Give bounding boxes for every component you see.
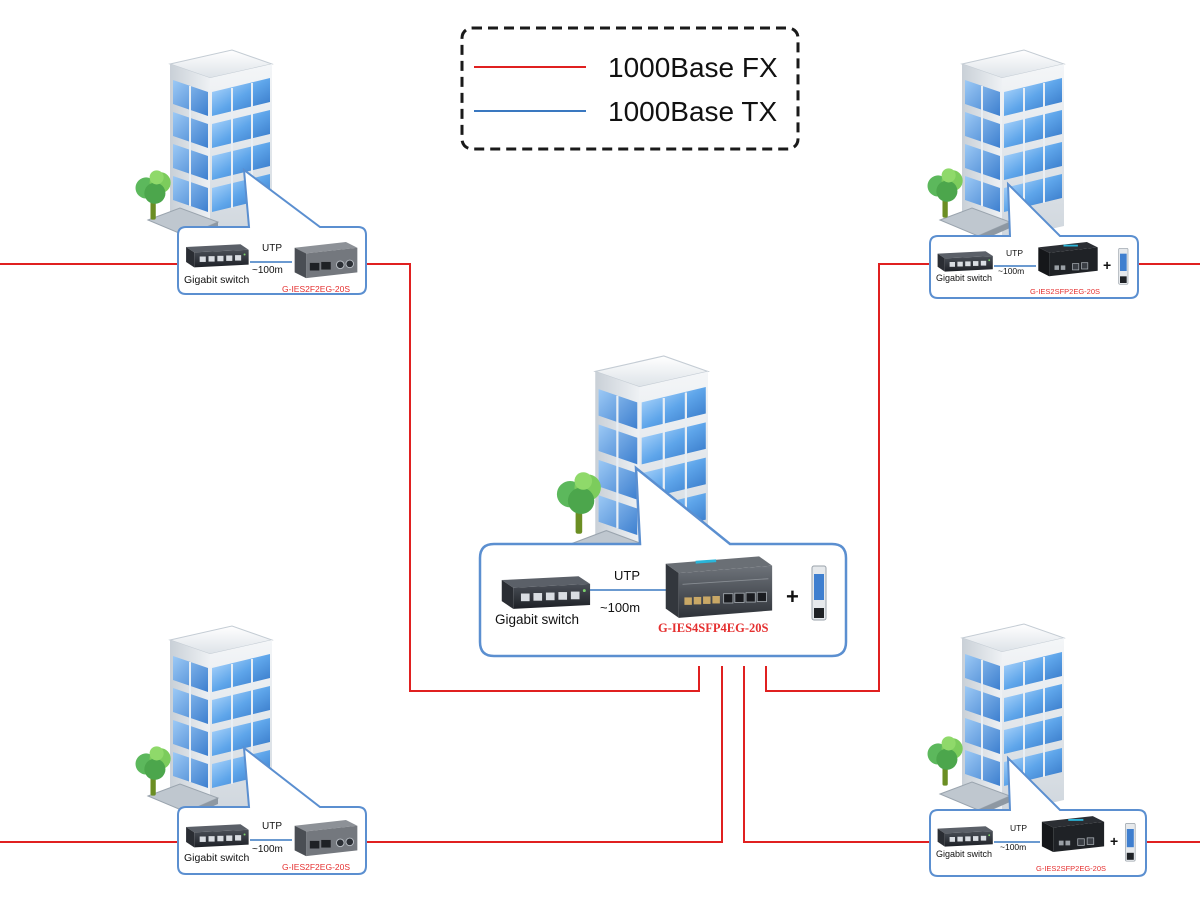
sfp-module-icon bbox=[811, 565, 827, 621]
model-label: G-IES2SFP2EG-20S bbox=[1036, 864, 1106, 873]
tree-icon bbox=[135, 746, 171, 796]
switch-label: Gigabit switch bbox=[936, 849, 992, 859]
link-center-to-bottom-right bbox=[743, 666, 930, 843]
utp-label: UTP bbox=[614, 568, 640, 583]
gigabit-switch-icon bbox=[186, 244, 249, 268]
distance-label: ~100m bbox=[998, 266, 1024, 276]
link-top-left-to-center bbox=[366, 263, 700, 692]
plus-icon: + bbox=[1103, 257, 1111, 273]
site-top-left: UTP ~100m Gigabit switch G-IES2F2EG-20S bbox=[135, 49, 367, 295]
office-building-icon bbox=[939, 49, 1065, 243]
site-bottom-right: + UTP ~100m Gigabit switch G-IES2SFP2EG-… bbox=[927, 623, 1147, 877]
media-converter-icon bbox=[294, 241, 358, 279]
utp-label: UTP bbox=[1006, 248, 1023, 258]
distance-label: ~100m bbox=[252, 265, 283, 276]
utp-label: UTP bbox=[262, 821, 282, 832]
distance-label: ~100m bbox=[600, 600, 640, 615]
link-bottom-left-to-center bbox=[366, 666, 723, 843]
tree-icon bbox=[556, 472, 601, 534]
gigabit-switch-icon bbox=[937, 251, 993, 272]
legend: 1000Base FX 1000Base TX bbox=[460, 26, 800, 151]
switch-label: Gigabit switch bbox=[184, 274, 250, 286]
model-label: G-IES2F2EG-20S bbox=[282, 284, 350, 294]
model-label: G-IES2SFP2EG-20S bbox=[1030, 287, 1100, 296]
utp-label: UTP bbox=[1010, 823, 1027, 833]
distance-label: ~100m bbox=[1000, 842, 1026, 852]
sfp-module-icon bbox=[1125, 823, 1136, 862]
media-converter-icon bbox=[294, 819, 358, 857]
link-center-to-top-right bbox=[765, 263, 930, 692]
gigabit-switch-icon bbox=[937, 826, 993, 847]
legend-fx-label: 1000Base FX bbox=[608, 52, 778, 83]
gigabit-switch-icon bbox=[501, 576, 591, 609]
gigabit-switch-icon bbox=[186, 824, 249, 848]
model-label: G-IES2F2EG-20S bbox=[282, 862, 350, 872]
utp-label: UTP bbox=[262, 243, 282, 254]
media-converter-icon bbox=[665, 555, 773, 619]
site-bottom-left: UTP ~100m Gigabit switch G-IES2F2EG-20S bbox=[135, 625, 367, 875]
legend-box bbox=[460, 26, 800, 151]
media-converter-icon bbox=[1037, 241, 1099, 277]
switch-label: Gigabit switch bbox=[495, 612, 579, 627]
site-center: + UTP ~100m Gigabit switch G-IES4SFP4EG-… bbox=[478, 354, 848, 658]
tree-icon bbox=[927, 736, 963, 786]
tree-icon bbox=[135, 170, 171, 220]
switch-label: Gigabit switch bbox=[184, 852, 250, 864]
sfp-module-icon bbox=[1118, 247, 1129, 285]
legend-tx-label: 1000Base TX bbox=[608, 96, 777, 127]
switch-label: Gigabit switch bbox=[936, 273, 992, 283]
fiber-links bbox=[0, 263, 1200, 843]
model-label: G-IES4SFP4EG-20S bbox=[658, 621, 768, 635]
plus-icon: + bbox=[1110, 833, 1118, 849]
site-top-right: + UTP ~100m Gigabit switch G-IES2SFP2EG-… bbox=[927, 49, 1139, 299]
office-building-icon bbox=[939, 623, 1065, 817]
tree-icon bbox=[927, 168, 963, 218]
distance-label: ~100m bbox=[252, 844, 283, 855]
media-converter-icon bbox=[1041, 815, 1105, 853]
plus-icon: + bbox=[786, 584, 799, 609]
